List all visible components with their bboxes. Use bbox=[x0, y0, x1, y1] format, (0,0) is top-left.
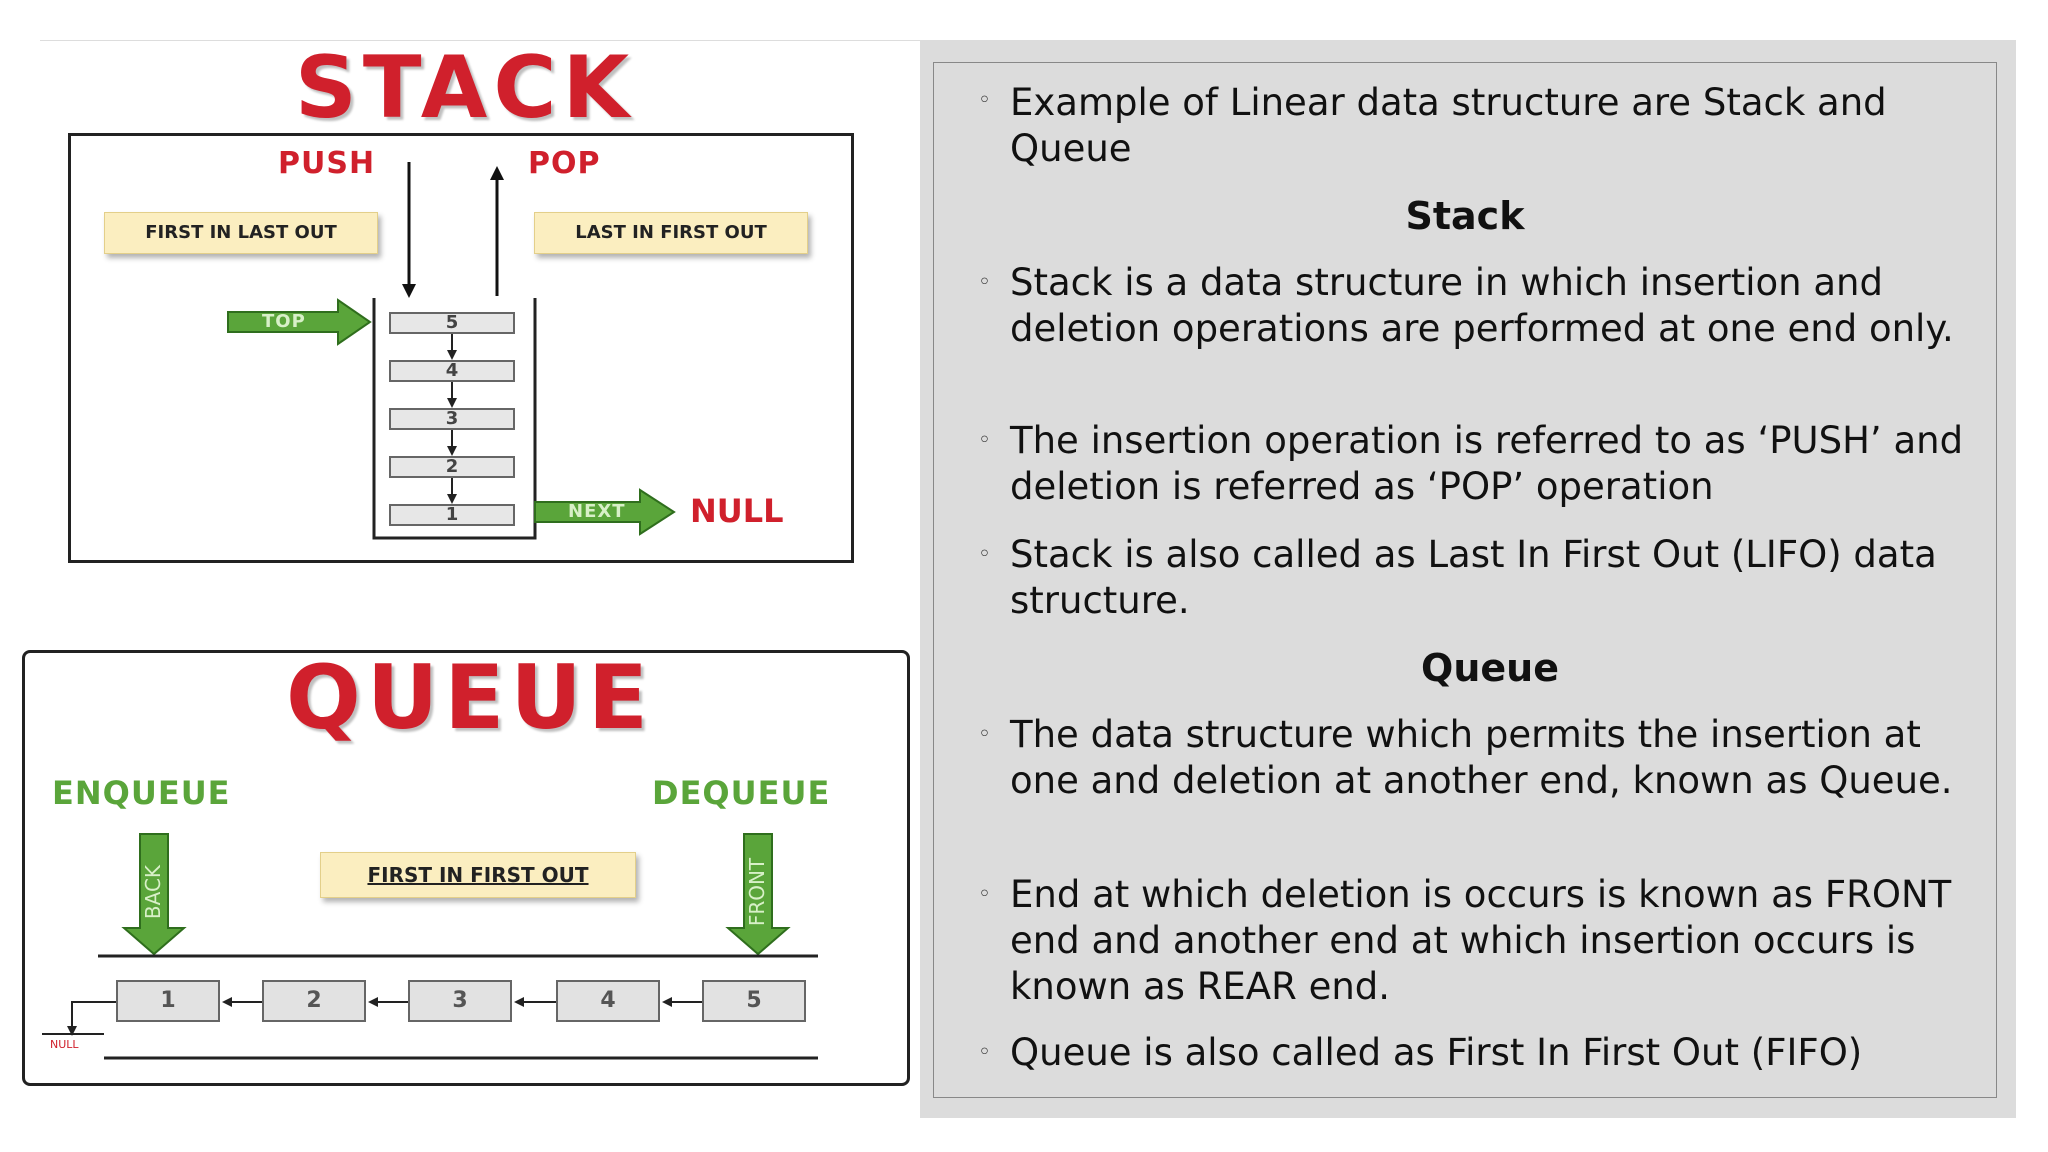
top-arrow bbox=[227, 298, 372, 346]
top-label: TOP bbox=[262, 311, 306, 332]
pop-arrowhead bbox=[490, 166, 504, 180]
stack-link-arrowheads bbox=[447, 350, 457, 504]
bullet-marker: ◦ bbox=[978, 722, 991, 747]
stack-diagram-frame bbox=[68, 133, 854, 563]
dequeue-label: DEQUEUE bbox=[652, 774, 831, 812]
note-first-in-last-out: FIRST IN LAST OUT bbox=[104, 212, 378, 254]
bullet-queue-definition: The data structure which permits the ins… bbox=[1010, 713, 1953, 802]
stack-box: 4 bbox=[389, 360, 515, 382]
queue-null-link bbox=[71, 1001, 116, 1030]
heading-stack: Stack bbox=[1405, 194, 1525, 238]
stack-container bbox=[372, 298, 537, 540]
queue-box: 2 bbox=[262, 980, 366, 1022]
bullet-front-rear: End at which deletion is occurs is known… bbox=[1010, 873, 1952, 1008]
bullet-linear-examples: Example of Linear data structure are Sta… bbox=[1010, 81, 1887, 170]
front-arrow bbox=[725, 833, 791, 956]
queue-null-label: NULL bbox=[50, 1038, 79, 1051]
queue-link-arrowheads bbox=[222, 997, 672, 1007]
bullet-push-pop: The insertion operation is referred to a… bbox=[1010, 419, 1964, 508]
next-label: NEXT bbox=[568, 501, 626, 522]
queue-box: 3 bbox=[408, 980, 512, 1022]
bullet-marker: ◦ bbox=[978, 428, 991, 453]
queue-box: 1 bbox=[116, 980, 220, 1022]
push-arrowhead bbox=[402, 284, 416, 298]
stack-box: 5 bbox=[389, 312, 515, 334]
queue-box: 5 bbox=[702, 980, 806, 1022]
queue-diagram-frame bbox=[22, 650, 910, 1086]
next-arrow bbox=[534, 488, 676, 536]
stack-box: 1 bbox=[389, 504, 515, 526]
stack-box: 3 bbox=[389, 408, 515, 430]
bullet-marker: ◦ bbox=[978, 270, 991, 295]
note-first-in-first-out: FIRST IN FIRST OUT bbox=[320, 852, 636, 898]
bullet-marker: ◦ bbox=[978, 542, 991, 567]
push-label: PUSH bbox=[278, 146, 376, 181]
stack-graphics bbox=[227, 162, 676, 540]
heading-queue: Queue bbox=[1421, 646, 1559, 690]
back-label: BACK bbox=[141, 864, 165, 920]
queue-title: QUEUE bbox=[286, 646, 654, 749]
bullet-stack-definition: Stack is a data structure in which inser… bbox=[1010, 261, 1954, 350]
stack-null-label: NULL bbox=[690, 492, 784, 530]
stack-title: STACK bbox=[294, 38, 636, 138]
note-last-in-first-out: LAST IN FIRST OUT bbox=[534, 212, 808, 254]
bullet-fifo: Queue is also called as First In First O… bbox=[1010, 1031, 1863, 1074]
bullet-lifo: Stack is also called as Last In First Ou… bbox=[1010, 533, 1937, 622]
queue-box: 4 bbox=[556, 980, 660, 1022]
stack-box: 2 bbox=[389, 456, 515, 478]
back-arrow bbox=[121, 833, 187, 956]
bullet-marker: ◦ bbox=[978, 882, 991, 907]
top-divider bbox=[40, 40, 920, 41]
front-label: FRONT bbox=[745, 857, 769, 927]
text-panel-border bbox=[933, 62, 1997, 1098]
bullet-marker: ◦ bbox=[978, 88, 991, 113]
bullet-marker: ◦ bbox=[978, 1040, 991, 1065]
pop-label: POP bbox=[528, 146, 601, 181]
queue-graphics bbox=[42, 833, 818, 1060]
enqueue-label: ENQUEUE bbox=[52, 774, 231, 812]
text-panel bbox=[920, 40, 2016, 1118]
